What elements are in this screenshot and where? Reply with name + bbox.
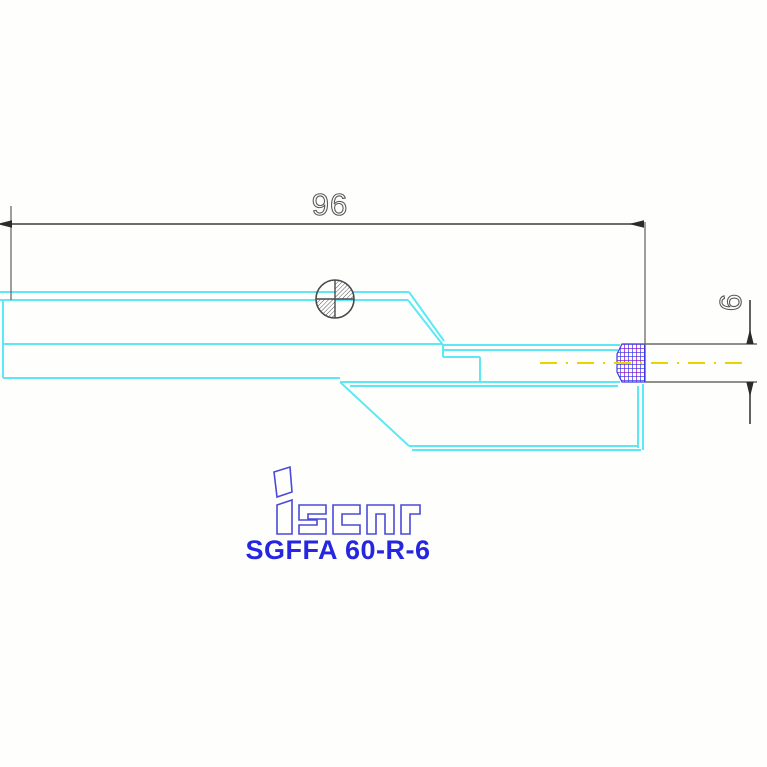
screw-quadrant-upper-right: [335, 280, 354, 299]
screw-quadrant-lower-left: [316, 299, 335, 318]
logo-letter-i-stem: [276, 498, 293, 535]
logo-letter-a: [366, 504, 395, 535]
logo-letter-i-dot: [273, 465, 293, 499]
logo-letter-s: [298, 504, 327, 535]
screw-head-symbol: [315, 279, 355, 319]
upper-taper: [408, 291, 445, 342]
dim-label-96: 96: [312, 187, 348, 222]
upper-taper-inner: [407, 299, 444, 346]
part-number-label: SGFFA 60-R-6: [245, 535, 430, 565]
lower-taper: [339, 381, 410, 447]
logo-letter-c: [332, 504, 361, 535]
blade-body-outline: [0, 291, 644, 451]
dimension-overall-length: 96: [0, 186, 646, 345]
iscar-logo: [273, 465, 421, 535]
dim-label-6: 6: [713, 293, 748, 311]
logo-letter-r: [400, 504, 421, 535]
dimension-blade-height: 6: [645, 292, 757, 424]
